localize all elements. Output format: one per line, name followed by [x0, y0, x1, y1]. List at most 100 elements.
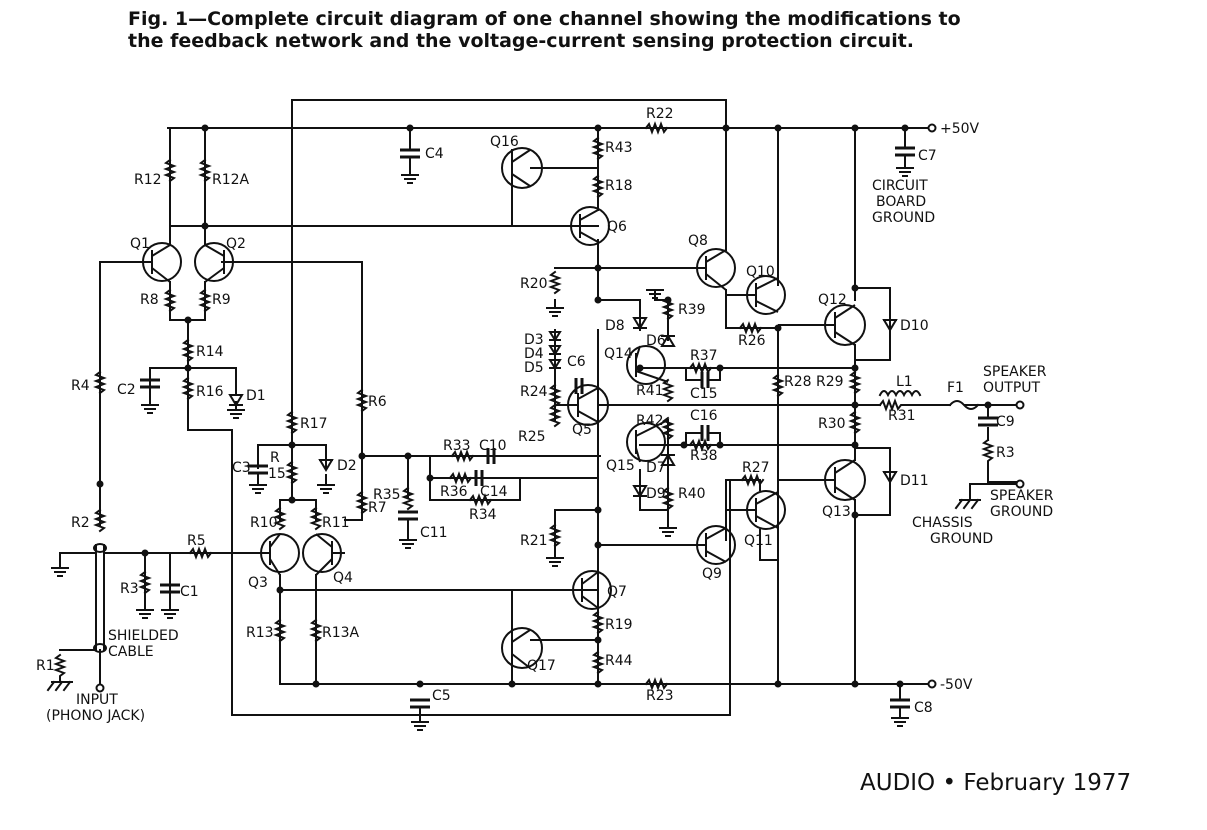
label-r35: R35: [373, 487, 401, 503]
transistor-q10: [726, 275, 786, 315]
footer-publication: AUDIO: [860, 770, 936, 796]
transistors: [142, 147, 866, 669]
resistor-r39: [661, 296, 675, 321]
label-q8: Q8: [688, 233, 708, 249]
label-d7: D7: [646, 460, 666, 476]
resistor-r3: [138, 570, 152, 595]
resistor-r2: [93, 508, 107, 533]
terminal-speaker-output: [1015, 400, 1025, 410]
label-r37: R37: [690, 348, 718, 364]
label-q12: Q12: [818, 292, 847, 308]
label-d1: D1: [246, 388, 266, 404]
resistor-r8: [163, 288, 177, 313]
label-r14: R14: [196, 344, 224, 360]
transistor-q9: [696, 525, 736, 565]
transistor-q16: [501, 147, 598, 189]
label-q4: Q4: [333, 570, 353, 586]
inductor-l1: [878, 390, 922, 398]
label-d5: D5: [524, 360, 544, 376]
footer-date: February 1977: [963, 770, 1132, 796]
resistor-r27: [740, 473, 765, 487]
label-circuit-board-ground-2: BOARD: [876, 194, 926, 210]
transistor-q6: [512, 206, 610, 246]
resistor-r20: [548, 270, 562, 295]
resistor-r16: [181, 376, 195, 401]
diode-d3: [548, 331, 562, 342]
capacitor-c7: [895, 146, 915, 157]
label-r18: R18: [605, 178, 633, 194]
label-speaker-output-2: OUTPUT: [983, 380, 1041, 396]
label-input-2: (PHONO JACK): [46, 708, 145, 724]
label-q17: Q17: [527, 658, 556, 674]
transistor-q2: [194, 242, 234, 283]
label-r36: R36: [440, 484, 468, 500]
label-r42: R42: [636, 413, 664, 429]
label-d2: D2: [337, 458, 357, 474]
label-chassis-ground-2: GROUND: [930, 531, 993, 547]
label-q2: Q2: [226, 236, 246, 252]
label-q9: Q9: [702, 566, 722, 582]
label-r19: R19: [605, 617, 633, 633]
resistor-r26: [738, 321, 763, 335]
label-r2: R2: [71, 515, 90, 531]
resistor-r38: [688, 438, 713, 452]
capacitor-c9: [978, 416, 998, 427]
fuse-f1: [948, 400, 980, 410]
transistor-q5: [555, 384, 609, 426]
diode-d10: [882, 319, 898, 332]
terminal-minus-50v: [927, 679, 937, 689]
capacitor-c5: [410, 698, 430, 709]
label-c10: C10: [479, 438, 507, 454]
label-r29: R29: [816, 374, 844, 390]
label-r26: R26: [738, 333, 766, 349]
capacitor-c14: [474, 470, 484, 486]
transistor-q3: [260, 533, 300, 576]
resistor-r10: [273, 506, 287, 531]
label-r11: R11: [322, 515, 350, 531]
capacitor-c3: [248, 464, 268, 475]
resistor-r36: [448, 471, 473, 485]
capacitor-c11: [398, 510, 418, 521]
terminal-plus-50v: [927, 123, 937, 133]
resistor-r7: [355, 490, 369, 515]
label-input-1: INPUT: [76, 692, 118, 708]
label-q16: Q16: [490, 134, 519, 150]
label-r15-a: R: [270, 450, 280, 466]
label-r34: R34: [469, 507, 497, 523]
label-r4: R4: [71, 378, 90, 394]
label-c2: C2: [117, 382, 136, 398]
publication-footer: AUDIO • February 1977: [860, 770, 1131, 796]
misc-parts: [93, 123, 1025, 693]
label-q5: Q5: [572, 422, 592, 438]
resistor-r23: [644, 677, 669, 691]
resistor-r30: [848, 410, 862, 435]
label-circuit-board-ground-3: GROUND: [872, 210, 935, 226]
diode-d8: [632, 317, 648, 330]
label-r22: R22: [646, 106, 674, 122]
label-r24: R24: [520, 384, 548, 400]
resistor-r28: [771, 373, 785, 398]
resistor-r6: [355, 388, 369, 413]
resistor-r13a: [309, 618, 323, 643]
label-d8: D8: [605, 318, 625, 334]
label-r17: R17: [300, 416, 328, 432]
label-c7: C7: [918, 148, 937, 164]
label-r9: R9: [212, 292, 231, 308]
label-q6: Q6: [607, 219, 627, 235]
shielded-cable: [93, 543, 107, 553]
label-q13: Q13: [822, 504, 851, 520]
label-r20: R20: [520, 276, 548, 292]
label-c14: C14: [480, 484, 508, 500]
diode-d9: [632, 485, 648, 498]
resistor-r14: [181, 338, 195, 363]
label-q14: Q14: [604, 346, 633, 362]
resistor-r35: [401, 486, 415, 511]
label-speaker-ground-1: SPEAKER: [990, 488, 1054, 504]
resistor-r11: [309, 506, 323, 531]
label-q15: Q15: [606, 458, 635, 474]
label-r23: R23: [646, 688, 674, 704]
transistor-q4: [302, 533, 345, 576]
label-r33: R33: [443, 438, 471, 454]
label-speaker-ground-2: GROUND: [990, 504, 1053, 520]
label-c4: C4: [425, 146, 444, 162]
